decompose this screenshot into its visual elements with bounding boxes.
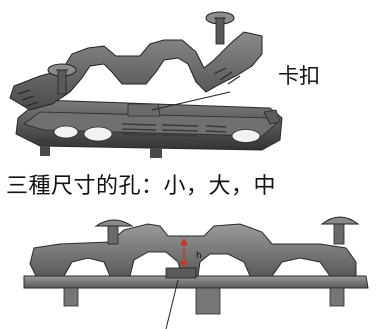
hole-sizes-caption: 三種尺寸的孔：小，大，中 [6, 174, 277, 199]
clip-label: 卡扣 [278, 64, 320, 88]
latch-tab [263, 109, 281, 125]
side-screw-left [94, 219, 134, 245]
side-leg-left [63, 287, 79, 307]
clip-3d-view [9, 11, 283, 158]
plate-tab-mid [150, 148, 162, 158]
body-ribs [17, 67, 241, 107]
side-arched-body [29, 223, 357, 277]
plate-tab-left [40, 146, 50, 156]
side-leg-right [329, 287, 345, 307]
clip-side-view: h [23, 216, 369, 329]
side-lock-block [165, 267, 197, 279]
center-lock-tab [127, 103, 161, 117]
screw-left [47, 63, 77, 95]
clip-arched-body [9, 31, 263, 111]
side-screw-right [320, 216, 360, 245]
screw-right [205, 11, 235, 45]
height-marker-label: h [196, 251, 202, 261]
plate-hole-medium [231, 129, 261, 143]
side-leg-mid [195, 287, 221, 315]
plate-hole-small [53, 125, 79, 139]
side-leader-line [165, 279, 179, 329]
plate-slots [35, 123, 227, 142]
plate-hole-large [83, 126, 113, 142]
clip-leader-line [151, 91, 231, 111]
height-dimension: h [180, 238, 202, 268]
